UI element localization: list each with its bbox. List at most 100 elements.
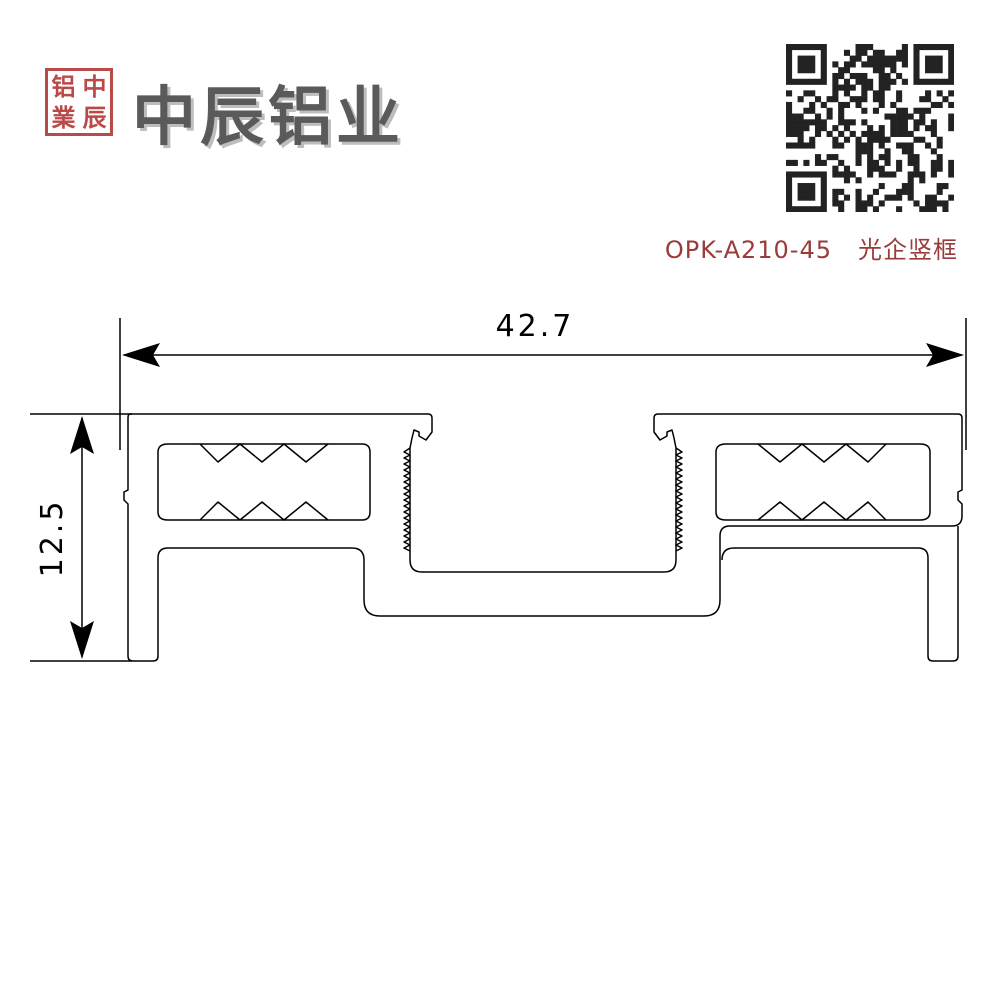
- qr-module: [820, 125, 827, 132]
- qr-module: [878, 142, 885, 149]
- qr-module: [786, 125, 793, 132]
- qr-module: [936, 142, 943, 149]
- qr-module: [809, 142, 816, 149]
- qr-module: [838, 206, 845, 212]
- qr-module: [843, 177, 851, 184]
- qr-module: [901, 183, 908, 190]
- qr-module: [872, 206, 879, 212]
- qr-module: [832, 171, 839, 178]
- qr-module: [890, 55, 897, 62]
- qr-module: [809, 183, 816, 190]
- qr-module: [930, 194, 937, 201]
- width-arrow-right: [926, 343, 964, 367]
- qr-module: [849, 72, 856, 80]
- qr-module: [930, 165, 937, 172]
- company-seal-logo: 铝 中 業 辰: [45, 68, 113, 136]
- qr-module: [872, 165, 879, 172]
- brand-name: 中辰铝业: [132, 81, 404, 155]
- qr-module: [919, 44, 926, 51]
- qr-module: [855, 136, 862, 143]
- qr-module: [890, 113, 897, 120]
- qr-module: [861, 119, 868, 126]
- qr-module: [832, 165, 839, 172]
- qr-module: [867, 200, 874, 207]
- qr-module: [930, 125, 937, 132]
- qr-module: [872, 67, 879, 74]
- qr-module: [843, 84, 851, 91]
- qr-module: [832, 96, 839, 103]
- qr-module: [855, 206, 862, 212]
- qr-module: [826, 130, 833, 137]
- qr-module: [919, 136, 926, 143]
- qr-module: [896, 165, 903, 172]
- qr-module: [896, 125, 903, 132]
- height-dimension: 12.5: [30, 413, 132, 662]
- right-hollow-chamber: [715, 443, 931, 521]
- part-name: 光企竖框: [858, 236, 958, 264]
- qr-module: [838, 119, 845, 126]
- qr-module: [948, 125, 954, 132]
- qr-module: [878, 90, 885, 97]
- qr-module: [884, 113, 891, 120]
- qr-module: [814, 78, 822, 85]
- qr-module: [884, 148, 891, 155]
- qr-module: [786, 200, 793, 207]
- qr-module: [907, 159, 914, 166]
- qr-module: [797, 61, 804, 68]
- qr-module: [901, 119, 908, 126]
- qr-module: [930, 130, 937, 137]
- qr-module: [791, 171, 798, 178]
- seal-char-3: 業: [51, 102, 76, 132]
- qr-module: [878, 200, 885, 207]
- qr-module: [820, 177, 827, 184]
- qr-module: [832, 61, 839, 68]
- qr-module: [838, 200, 845, 207]
- qr-module: [820, 101, 827, 109]
- qr-module: [942, 96, 949, 103]
- height-arrow-top: [70, 416, 94, 454]
- qr-module: [855, 44, 862, 51]
- qr-module: [832, 142, 839, 149]
- qr-module: [832, 125, 839, 132]
- qr-module: [901, 130, 908, 137]
- left-serrated-wall: [403, 447, 411, 552]
- qr-module: [936, 61, 943, 68]
- qr-module: [838, 142, 845, 149]
- qr-module: [832, 84, 839, 91]
- qr-module: [878, 125, 885, 132]
- qr-module: [878, 84, 885, 91]
- qr-module: [861, 49, 868, 56]
- qr-module: [919, 177, 926, 184]
- qr-module: [896, 113, 903, 120]
- qr-module: [942, 183, 949, 190]
- qr-module: [826, 107, 833, 114]
- qr-module: [791, 206, 798, 212]
- qr-module: [867, 61, 874, 68]
- qr-module: [942, 78, 949, 85]
- qr-module: [803, 90, 810, 97]
- qr-module: [901, 107, 908, 114]
- qr-module: [890, 171, 897, 178]
- qr-module: [948, 61, 954, 68]
- qr-module: [890, 119, 897, 126]
- qr-module: [919, 113, 926, 120]
- qr-module: [820, 72, 827, 80]
- qr-module: [872, 61, 879, 68]
- qr-module: [913, 61, 920, 68]
- qr-module: [843, 67, 851, 74]
- qr-module: [786, 113, 793, 120]
- qr-module: [901, 142, 908, 149]
- qr-module: [925, 206, 932, 212]
- qr-module: [872, 90, 879, 97]
- qr-module: [786, 61, 793, 68]
- qr-module: [843, 119, 851, 126]
- qr-module: [803, 44, 810, 51]
- qr-module: [809, 206, 816, 212]
- qr-module: [948, 165, 954, 172]
- qr-module: [843, 49, 851, 56]
- qr-module: [930, 67, 937, 74]
- qr-module: [838, 171, 845, 178]
- qr-module: [867, 194, 874, 201]
- qr-module: [861, 107, 868, 114]
